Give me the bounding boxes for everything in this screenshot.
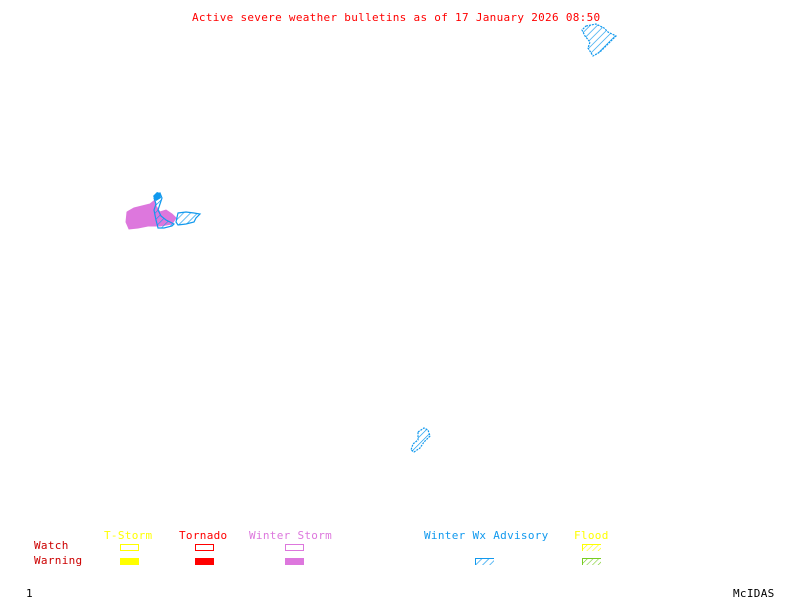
legend-swatch-flood-warning — [582, 558, 601, 565]
legend-swatch-winter-storm-warning — [285, 558, 304, 565]
legend-swatch-tstorm-warning — [120, 558, 139, 565]
brand-label: McIDAS — [733, 587, 775, 600]
winter-wx-advisory-northeast[interactable] — [581, 23, 618, 57]
legend-swatch-flood-watch — [582, 544, 601, 551]
legend-label-winter-wx-advisory: Winter Wx Advisory — [424, 529, 549, 542]
legend-swatch-winter-wx-advisory — [475, 558, 494, 565]
legend-swatch-tornado-warning — [195, 558, 214, 565]
legend-label-tornado: Tornado — [179, 529, 228, 542]
legend-swatch-tornado-watch — [195, 544, 214, 551]
legend-swatch-tstorm-watch — [120, 544, 139, 551]
legend-label-flood: Flood — [574, 529, 609, 542]
winter-wx-advisory-west-1[interactable] — [153, 192, 176, 229]
legend-row-label-warning: Warning — [34, 554, 83, 567]
legend-label-tstorm: T-Storm — [104, 529, 153, 542]
winter-wx-advisory-south[interactable] — [410, 427, 431, 453]
bulletin-title: Active severe weather bulletins as of 17… — [192, 11, 601, 24]
winter-wx-advisory-west-2[interactable] — [175, 211, 202, 226]
legend-swatch-winter-storm-watch — [285, 544, 304, 551]
legend-label-winter-storm: Winter Storm — [249, 529, 333, 542]
frame-number: 1 — [26, 587, 33, 600]
legend-row-label-watch: Watch — [34, 539, 69, 552]
